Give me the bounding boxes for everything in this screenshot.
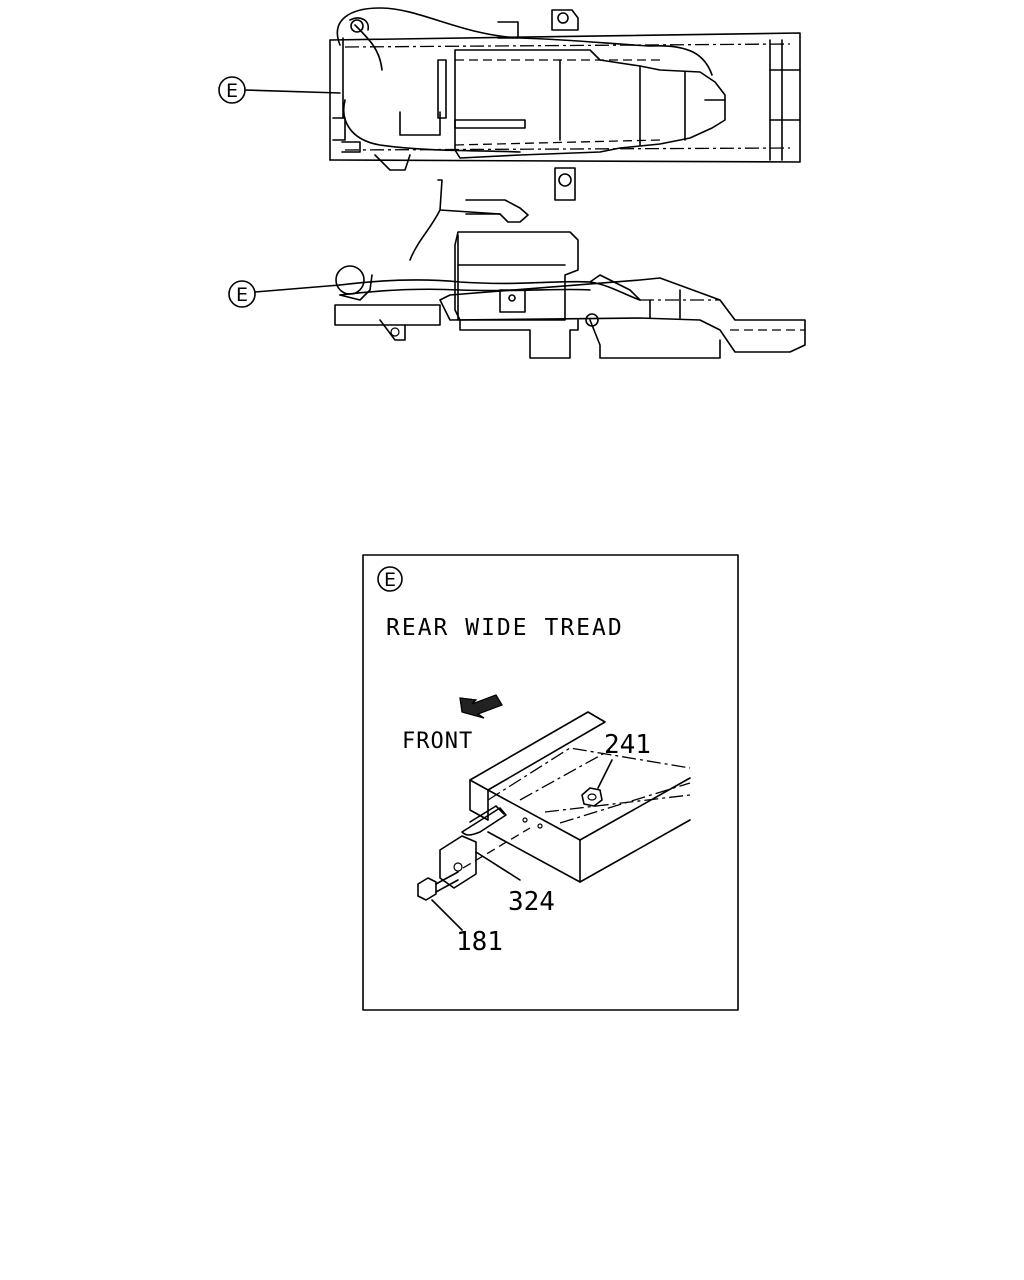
front-direction-arrow-icon [459, 694, 503, 719]
detail-box: E REAR WIDE TREAD FRONT [362, 554, 739, 1011]
front-label: FRONT [402, 729, 473, 754]
bracket-324[interactable]: 324 [439, 805, 555, 917]
part-number-181: 181 [456, 927, 503, 957]
part-number-241: 241 [604, 730, 651, 760]
bolt-181[interactable]: 181 [417, 871, 503, 957]
callout-circle-icon [377, 566, 403, 592]
callout-label: E [226, 80, 238, 102]
frame-member [469, 711, 691, 883]
detail-callout: E [377, 566, 403, 592]
callout-label: E [236, 284, 248, 306]
leader-line [254, 284, 341, 293]
detail-title: REAR WIDE TREAD [386, 615, 624, 641]
part-number-324: 324 [508, 887, 555, 917]
leader-line [244, 89, 341, 94]
frame-side-view [334, 179, 806, 359]
nut-241[interactable]: 241 [581, 730, 651, 807]
top-view-callout[interactable]: E [218, 76, 341, 104]
callout-label: E [384, 569, 396, 591]
callout-circle-icon [228, 280, 256, 308]
frame-top-view [329, 7, 801, 201]
side-view-callout[interactable]: E [228, 280, 341, 308]
